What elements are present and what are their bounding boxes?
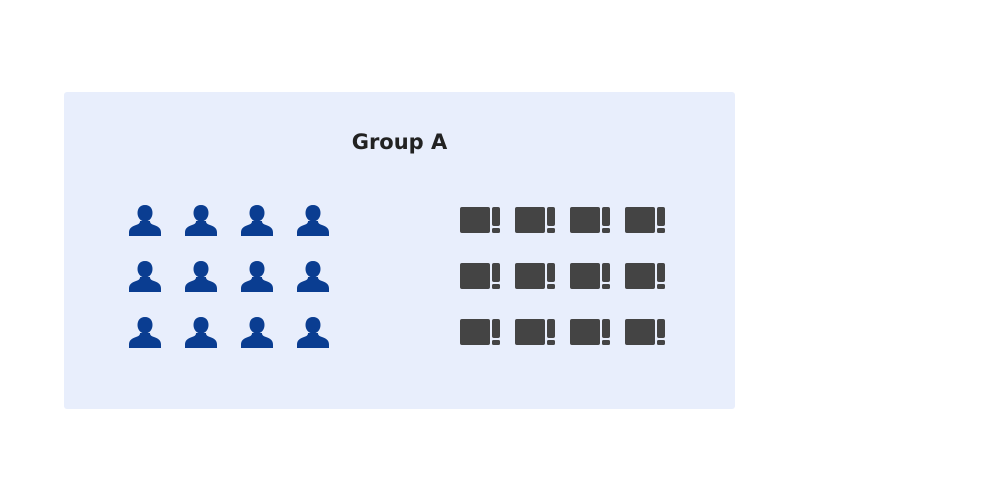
group-title: Group A	[351, 130, 448, 154]
person-icon	[181, 200, 221, 240]
person-icon	[237, 312, 277, 352]
device-alert-icon	[514, 312, 556, 352]
devices-grid	[459, 200, 679, 368]
device-alert-icon	[624, 256, 666, 296]
device-alert-icon	[514, 200, 556, 240]
person-icon	[181, 312, 221, 352]
person-icon	[181, 256, 221, 296]
person-icon	[125, 200, 165, 240]
device-alert-icon	[569, 200, 611, 240]
person-icon	[293, 200, 333, 240]
device-alert-icon	[624, 200, 666, 240]
person-icon	[293, 256, 333, 296]
group-panel: Group A	[64, 92, 735, 409]
person-icon	[293, 312, 333, 352]
device-alert-icon	[459, 312, 501, 352]
device-alert-icon	[569, 312, 611, 352]
device-alert-icon	[624, 312, 666, 352]
device-alert-icon	[514, 256, 556, 296]
people-grid	[125, 200, 349, 368]
person-icon	[237, 256, 277, 296]
device-alert-icon	[459, 200, 501, 240]
person-icon	[125, 312, 165, 352]
device-alert-icon	[569, 256, 611, 296]
device-alert-icon	[459, 256, 501, 296]
person-icon	[125, 256, 165, 296]
person-icon	[237, 200, 277, 240]
